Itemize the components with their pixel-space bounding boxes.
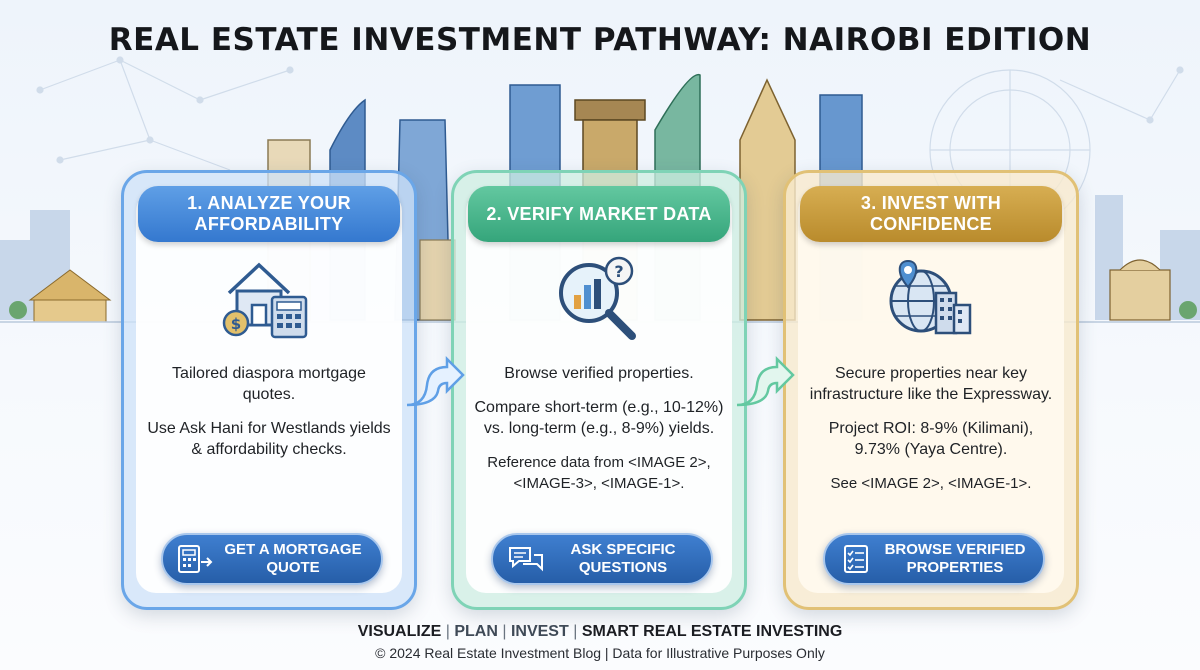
chat-bubbles-icon — [509, 547, 543, 572]
button-label: BROWSE VERIFIED PROPERTIES — [884, 541, 1026, 576]
step-description: Tailored diaspora mortgage quotes. Use A… — [144, 363, 394, 473]
arrow-right-icon — [736, 355, 795, 407]
card-body — [466, 191, 732, 593]
step-description: Secure properties near key infrastructur… — [806, 363, 1056, 507]
description-line: Compare short-term (e.g., 10-12%) vs. lo… — [474, 399, 724, 437]
step-card-market-data: 2. VERIFY MARKET DATA ? Browse verified … — [451, 170, 747, 610]
description-line: Reference data from <IMAGE 2>, <IMAGE-3>… — [487, 454, 711, 492]
footer-tagline: VISUALIZE | PLAN | INVEST | SMART REAL E… — [0, 623, 1200, 641]
tagline-plan: PLAN — [454, 623, 498, 640]
page-title: REAL ESTATE INVESTMENT PATHWAY: NAIROBI … — [108, 22, 1092, 58]
description-line: Secure properties near key infrastructur… — [809, 365, 1053, 403]
button-label: ASK SPECIFIC QUESTIONS — [570, 541, 676, 576]
browse-verified-properties-button[interactable]: BROWSE VERIFIED PROPERTIES — [823, 533, 1045, 585]
description-line: See <IMAGE 2>, <IMAGE-1>. — [830, 475, 1032, 492]
tagline-invest: INVEST — [510, 623, 569, 640]
tagline-visualize: VISUALIZE — [357, 623, 442, 640]
tagline-separator: | — [573, 623, 578, 640]
arrow-right-icon — [406, 355, 465, 407]
tagline-smart: SMART REAL ESTATE INVESTING — [581, 623, 843, 640]
card-body — [798, 191, 1064, 593]
checklist-icon — [844, 545, 868, 573]
step-card-affordability: 1. ANALYZE YOUR AFFORDABILITY $ Tailored… — [121, 170, 417, 610]
globe-buildings-icon — [786, 253, 1076, 343]
card-body — [136, 191, 402, 593]
svg-text:$: $ — [231, 315, 241, 333]
step-heading: 3. INVEST WITH CONFIDENCE — [800, 186, 1062, 242]
tagline-separator: | — [445, 623, 450, 640]
button-label: GET A MORTGAGE QUOTE — [224, 541, 362, 576]
step-description: Browse verified properties. Compare shor… — [474, 363, 724, 507]
description-line: Use Ask Hani for Westlands yields & affo… — [147, 420, 391, 458]
description-line: Tailored diaspora mortgage quotes. — [172, 365, 366, 403]
svg-text:?: ? — [614, 262, 623, 281]
step-heading: 2. VERIFY MARKET DATA — [468, 186, 730, 242]
magnifier-chart-icon: ? — [454, 253, 744, 343]
get-mortgage-quote-button[interactable]: GET A MORTGAGE QUOTE — [161, 533, 383, 585]
footer-copyright: © 2024 Real Estate Investment Blog | Dat… — [375, 645, 825, 661]
description-line: Project ROI: 8-9% (Kilimani), 9.73% (Yay… — [828, 420, 1034, 458]
step-heading: 1. ANALYZE YOUR AFFORDABILITY — [138, 186, 400, 242]
ask-specific-questions-button[interactable]: ASK SPECIFIC QUESTIONS — [491, 533, 713, 585]
house-calculator-icon: $ — [124, 253, 414, 343]
calculator-icon — [178, 545, 213, 573]
tagline-separator: | — [502, 623, 507, 640]
description-line: Browse verified properties. — [504, 365, 694, 382]
step-card-invest: 3. INVEST WITH CONFIDENCE Secure propert… — [783, 170, 1079, 610]
